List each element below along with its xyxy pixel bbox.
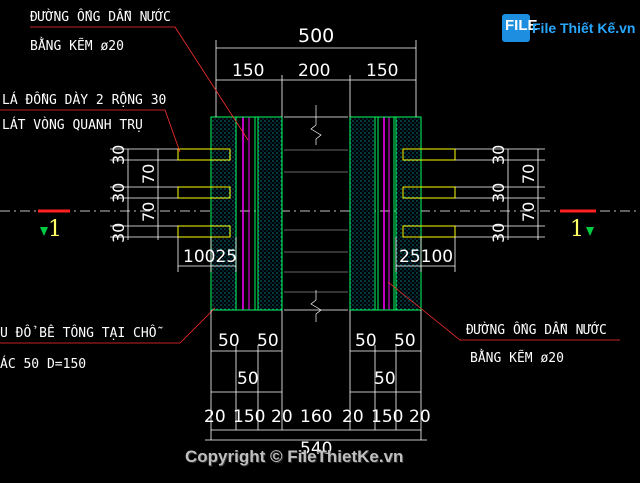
- watermark-logo: FILE File Thiết Kế.vn: [502, 14, 636, 44]
- dim-left-30b: 30: [109, 183, 128, 203]
- dim-bot-150a: 150: [233, 407, 265, 427]
- dim-right-30c: 30: [489, 223, 508, 243]
- dim-bot-50c: 50: [355, 331, 377, 351]
- right-wall-hatch-inner: [349, 116, 376, 311]
- dim-bot-total: 540: [300, 439, 332, 459]
- left-wall-hatch-outer: [210, 116, 237, 311]
- dim-bot-20c: 20: [342, 407, 364, 427]
- dim-bot-50b: 50: [257, 331, 279, 351]
- dim-right-30b: 30: [489, 183, 508, 203]
- dim-right-70b: 70: [519, 202, 538, 222]
- note-concrete-1: U ĐỔ BÊ TÔNG TẠI CHỖ: [0, 325, 163, 341]
- left-vertical-dims: [110, 148, 178, 240]
- note-pipe-top-1: ĐƯỜNG ỐNG DẪN NƯỚC: [30, 9, 171, 25]
- section-mark-right-label: 1: [570, 217, 584, 242]
- dim-bot-50-left: 50: [237, 369, 259, 389]
- note-copper-2: LÁT VÒNG QUANH TRỤ: [2, 117, 143, 133]
- bottom-dimensions: [205, 310, 427, 441]
- dim-bot-20b: 20: [271, 407, 293, 427]
- leader-concrete: [0, 307, 216, 344]
- left-copper-strip-2: [177, 186, 231, 199]
- logo-box-icon: FILE: [502, 14, 538, 42]
- dim-bot-150b: 150: [371, 407, 403, 427]
- section-mark-left: [38, 209, 70, 236]
- note-pipe-right-1: ĐƯỜNG ỐNG DẪN NƯỚC: [466, 322, 607, 338]
- dim-top-right: 150: [366, 61, 398, 81]
- right-wall: [349, 116, 422, 311]
- right-copper-strip-1: [402, 148, 456, 161]
- dim-top-mid: 200: [298, 61, 330, 81]
- logo-text: File Thiết Kế.vn: [532, 20, 636, 36]
- leader-pipe-top: [30, 26, 249, 141]
- dim-right-70a: 70: [519, 164, 538, 184]
- dim-left-100-25: 10025: [183, 247, 237, 267]
- note-pipe-right-2: BẰNG KẼM ø20: [470, 349, 564, 366]
- note-copper-1: LÁ ĐỒNG DÀY 2 RỘNG 30: [2, 92, 166, 108]
- dim-bot-50a: 50: [218, 331, 240, 351]
- dim-bot-160: 160: [300, 407, 332, 427]
- note-pipe-top-2: BẰNG KẼM ø20: [30, 37, 124, 54]
- left-wall-hatch-inner: [257, 116, 283, 311]
- note-concrete-2: ÁC 50 D=150: [0, 356, 86, 372]
- dim-top-total: 500: [298, 25, 334, 47]
- dim-bot-50d: 50: [394, 331, 416, 351]
- dim-left-30c: 30: [109, 223, 128, 243]
- section-mark-right: [560, 209, 596, 236]
- right-copper-strips: [402, 148, 456, 238]
- dim-top-left: 150: [232, 61, 264, 81]
- dim-bot-20a: 20: [204, 407, 226, 427]
- left-copper-strip-1: [177, 148, 231, 161]
- middle-gap: [284, 105, 348, 322]
- strip-width-dims: [177, 237, 456, 272]
- right-copper-strip-3: [402, 225, 456, 238]
- left-copper-strips: [177, 148, 231, 238]
- dim-left-30a: 30: [109, 145, 128, 165]
- section-mark-left-label: 1: [48, 217, 62, 242]
- dim-right-25-100: 25100: [399, 247, 453, 267]
- left-wall: [210, 116, 283, 311]
- dim-left-70a: 70: [139, 164, 158, 184]
- dim-right-30a: 30: [489, 145, 508, 165]
- dim-bot-20d: 20: [409, 407, 431, 427]
- right-wall-hatch-outer: [395, 116, 422, 311]
- left-copper-strip-3: [177, 225, 231, 238]
- leader-lines: [0, 26, 620, 344]
- dim-left-70b: 70: [139, 202, 158, 222]
- dim-bot-50-right: 50: [374, 369, 396, 389]
- leader-pipe-right: [387, 281, 620, 341]
- right-vertical-dims: [455, 148, 545, 240]
- top-dimensions: [215, 40, 417, 117]
- leader-copper: [0, 109, 181, 153]
- right-copper-strip-2: [402, 186, 456, 199]
- copyright-watermark: Copyright © FileThietKe.vn: [185, 447, 404, 466]
